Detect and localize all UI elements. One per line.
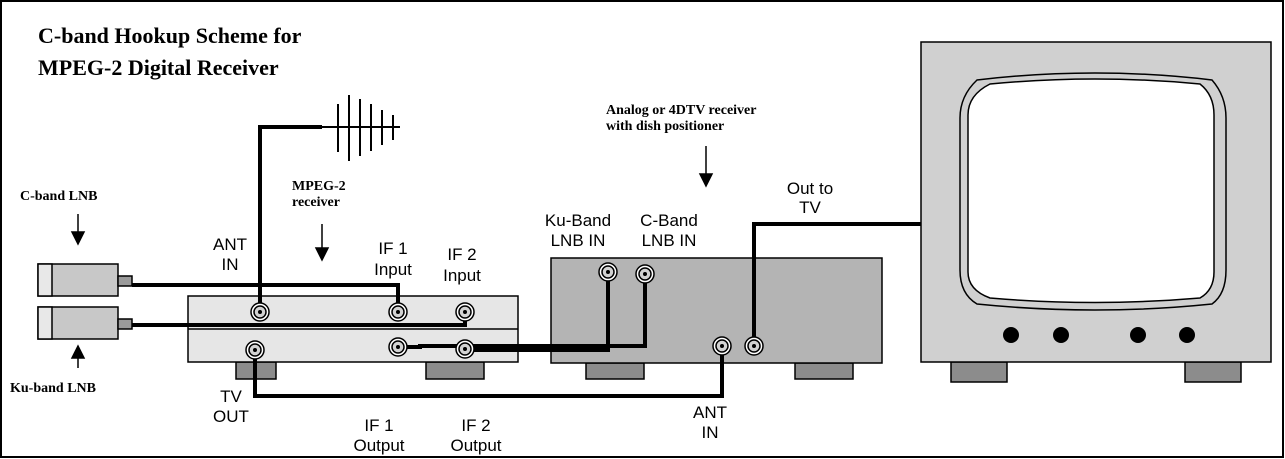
if2-input-jack [455,302,475,322]
if1-input-jack [388,302,408,322]
ku-band-lnb-arrow-icon [70,344,86,368]
c-band-lnb-in-jack [635,264,655,284]
analog-ant-in-label-1: ANT [693,403,727,422]
mpeg2-receiver-feet [235,361,485,380]
cable-if1-output-to-c-band-lnb-in [398,278,647,349]
tv-feet [950,361,1242,383]
if1-output-jack [388,337,408,357]
c-band-lnb-cap [37,263,53,297]
pointer-arrows [70,146,714,368]
ku-band-lnb [37,306,133,340]
if1-output-label-1: IF 1 [364,416,393,435]
ant-in-label-2: IN [222,255,239,274]
television [920,41,1272,363]
analog-receiver-label-1: Analog or 4DTV receiver [606,103,756,118]
if2-input-label-2: Input [443,266,481,285]
title-line-1: C-band Hookup Scheme for [38,23,302,48]
analog-foot-left [585,362,645,380]
ku-band-lnb-connector [117,318,133,330]
analog-receiver-arrow-icon [698,146,714,188]
c-band-lnb-arrow-icon [70,214,86,246]
c-band-lnb-connector [117,275,133,287]
cable-antenna-to-ant-in [258,125,322,311]
c-band-lnb-label: C-band LNB [20,189,97,204]
analog-foot-right [794,362,854,380]
out-to-tv-jack [744,336,764,356]
c-band-lnb-in-label-1: C-Band [640,211,698,230]
tv-foot-right [1184,361,1242,383]
if2-output-label-1: IF 2 [461,416,490,435]
ant-in-label-1: ANT [213,235,247,254]
mpeg2-foot-right [425,361,485,380]
mpeg2-receiver-label-1: MPEG-2 [292,179,346,194]
mpeg2-receiver-arrow-icon [314,224,330,262]
out-to-tv-label-2: TV [799,198,821,217]
tv-knob-1 [1003,327,1019,343]
cable-out-to-tv [752,222,921,346]
ku-band-lnb-in-label-1: Ku-Band [545,211,611,230]
cable-tv-out-to-analog-ant-in [253,346,724,398]
tv-out-jack [245,340,265,360]
antenna-icon [320,95,400,161]
tv-knob-2 [1053,327,1069,343]
analog-receiver-feet [585,362,854,380]
tv-knob-3 [1130,327,1146,343]
mpeg2-jacks [245,302,475,360]
if2-input-label-1: IF 2 [447,245,476,264]
if1-input-label-1: IF 1 [378,239,407,258]
ku-band-lnb-in-label-2: LNB IN [551,231,606,250]
analog-ant-in-label-2: IN [702,423,719,442]
mpeg2-receiver-label-2: receiver [292,195,340,210]
ku-band-lnb-label: Ku-band LNB [10,381,96,396]
analog-jacks [598,262,764,356]
analog-receiver-label-2: with dish positioner [606,119,724,134]
if2-output-label-2: Output [450,436,501,455]
tv-screen-bezel [959,72,1227,311]
analog-ant-in-jack [712,336,732,356]
c-band-lnb-in-label-2: LNB IN [642,231,697,250]
ku-band-lnb-cap [37,306,53,340]
out-to-tv-label-1: Out to [787,179,833,198]
title-line-2: MPEG-2 Digital Receiver [38,55,279,80]
tv-foot-left [950,361,1008,383]
tv-out-label-2: OUT [213,407,249,426]
tv-knob-4 [1179,327,1195,343]
ku-band-lnb-in-jack [598,262,618,282]
tv-out-label-1: TV [220,387,242,406]
tv-screen [967,78,1215,304]
if2-output-jack [455,339,475,359]
cable-if2-output-to-ku-band-lnb-in [465,272,610,352]
c-band-lnb [37,263,133,297]
if1-output-label-2: Output [353,436,404,455]
if1-input-label-2: Input [374,260,412,279]
ant-in-jack [250,302,270,322]
